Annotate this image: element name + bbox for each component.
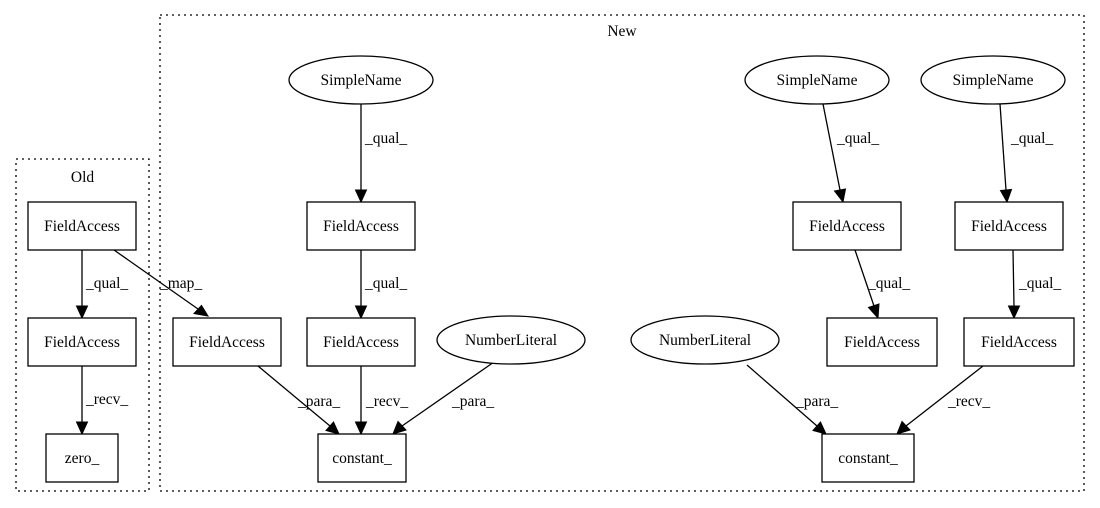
edge-label-qual: _qual_ xyxy=(364,275,407,292)
node-new-numberliteral-1: NumberLiteral xyxy=(436,315,586,365)
edge-label-recv: _recv_ xyxy=(365,393,408,410)
node-label: FieldAccess xyxy=(323,334,399,351)
node-new-constant-2: constant_ xyxy=(821,433,915,483)
edges: _qual_ _recv_ _map_ _qual_ _qual_ _para_ xyxy=(75,103,1061,436)
node-label: NumberLiteral xyxy=(659,332,751,349)
node-label: FieldAccess xyxy=(189,334,265,351)
node-new-fieldaccess-2a: FieldAccess xyxy=(792,201,902,251)
node-old-zero: zero_ xyxy=(45,433,119,483)
node-label: FieldAccess xyxy=(44,334,120,351)
node-new-simplename-2: SimpleName xyxy=(744,55,890,105)
edge-new-fa-2a-to-new-fa-2b: _qual_ xyxy=(854,249,910,320)
node-label: SimpleName xyxy=(953,72,1034,89)
edge-old-fa-top-to-old-fa-mid: _qual_ xyxy=(75,250,128,320)
edge-label-para: _para_ xyxy=(795,393,838,410)
node-label: constant_ xyxy=(838,450,898,467)
edge-label-qual: _qual_ xyxy=(867,275,910,292)
edge-label-qual: _qual_ xyxy=(85,275,128,292)
node-new-simplename-3: SimpleName xyxy=(920,55,1066,105)
node-new-fieldaccess-2b: FieldAccess xyxy=(826,317,938,367)
edge-new-fa-map-to-new-const-1: _para_ xyxy=(257,365,340,435)
edge-new-sn-3-to-new-fa-3a: _qual_ xyxy=(999,103,1053,204)
node-new-fieldaccess-1b: FieldAccess xyxy=(306,317,416,367)
node-new-numberliteral-2: NumberLiteral xyxy=(630,315,780,365)
node-new-fieldaccess-3b: FieldAccess xyxy=(963,317,1075,367)
edge-new-fa-3a-to-new-fa-3b: _qual_ xyxy=(1007,249,1061,320)
edge-new-fa-1b-to-new-const-1: _recv_ xyxy=(354,366,408,436)
node-label: zero_ xyxy=(65,450,100,467)
cluster-new: New xyxy=(159,14,1085,492)
edge-label-qual: _qual_ xyxy=(364,130,407,147)
edge-new-nl-2-to-new-const-2: _para_ xyxy=(746,364,838,435)
node-new-fieldaccess-1a: FieldAccess xyxy=(306,201,416,251)
edge-label-map: _map_ xyxy=(159,275,202,292)
edge-label-qual: _qual_ xyxy=(1018,275,1061,292)
node-old-fieldaccess-mid: FieldAccess xyxy=(27,317,137,367)
node-label: FieldAccess xyxy=(44,218,120,235)
node-label: SimpleName xyxy=(321,72,402,89)
node-label: FieldAccess xyxy=(981,334,1057,351)
node-label: SimpleName xyxy=(777,72,858,89)
cluster-new-border xyxy=(159,14,1085,492)
edge-label-qual: _qual_ xyxy=(1010,130,1053,147)
node-new-simplename-1: SimpleName xyxy=(288,55,434,105)
node-label: constant_ xyxy=(332,450,392,467)
edge-new-sn-1-to-new-fa-1a: _qual_ xyxy=(354,104,407,204)
node-new-constant-1: constant_ xyxy=(317,433,407,483)
edge-new-nl-1-to-new-const-1: _para_ xyxy=(392,361,494,435)
node-label: NumberLiteral xyxy=(465,332,557,349)
node-new-fieldaccess-3a: FieldAccess xyxy=(954,201,1064,251)
edge-label-para: _para_ xyxy=(297,393,340,410)
nodes: FieldAccess FieldAccess zero_ FieldAcces… xyxy=(27,55,1075,483)
cluster-old-border xyxy=(15,158,150,492)
edge-label-recv: _recv_ xyxy=(85,391,128,408)
edge-new-fa-3b-to-new-const-2: _recv_ xyxy=(896,365,990,435)
edge-label-para: _para_ xyxy=(451,393,494,410)
edge-new-fa-1a-to-new-fa-1b: _qual_ xyxy=(354,250,407,320)
node-label: FieldAccess xyxy=(323,218,399,235)
node-label: FieldAccess xyxy=(971,218,1047,235)
node-label: FieldAccess xyxy=(844,334,920,351)
node-new-fieldaccess-map: FieldAccess xyxy=(172,317,282,367)
edge-old-fa-top-to-new-fa-map: _map_ xyxy=(113,249,210,317)
cluster-old: Old xyxy=(15,158,150,492)
cluster-new-label: New xyxy=(607,23,637,40)
edge-old-fa-mid-to-old-zero: _recv_ xyxy=(75,366,128,436)
cluster-old-label: Old xyxy=(71,169,95,186)
edge-label-qual: _qual_ xyxy=(836,130,879,147)
edge-new-sn-2-to-new-fa-2a: _qual_ xyxy=(822,103,879,204)
node-label: FieldAccess xyxy=(809,218,885,235)
edge-label-recv: _recv_ xyxy=(947,393,990,410)
node-old-fieldaccess-top: FieldAccess xyxy=(27,201,137,251)
